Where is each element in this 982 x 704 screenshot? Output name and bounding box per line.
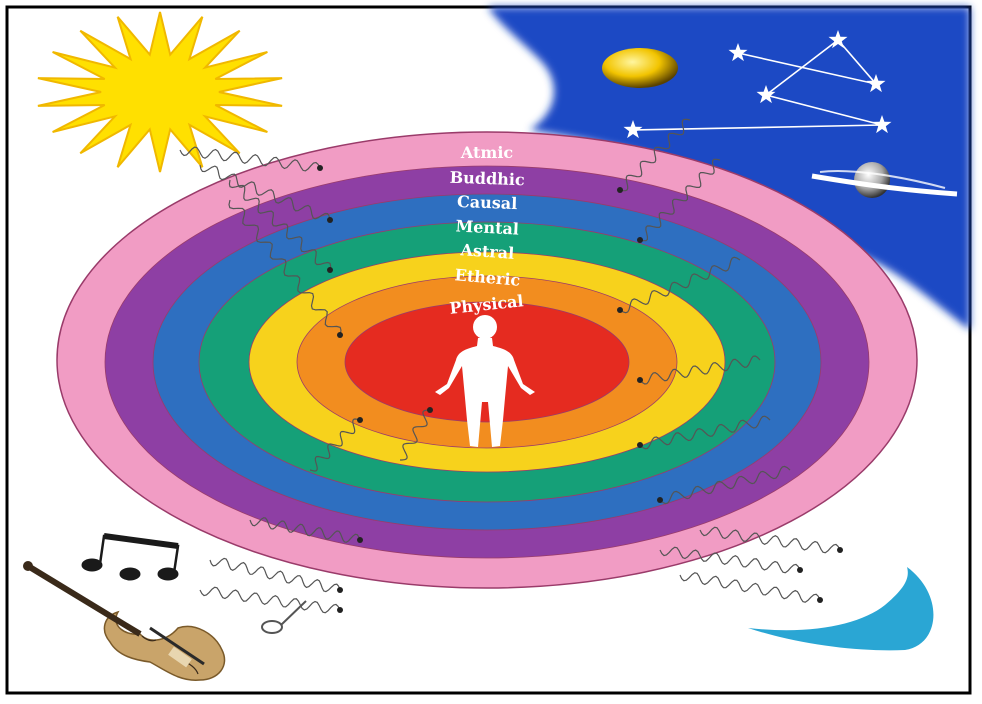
wave-endpoint bbox=[637, 442, 643, 448]
wave-endpoint bbox=[337, 332, 343, 338]
wave-endpoint bbox=[317, 165, 323, 171]
layer-label-causal: Causal bbox=[457, 192, 518, 213]
wave-endpoint bbox=[637, 377, 643, 383]
wave-endpoint bbox=[617, 187, 623, 193]
wave-endpoint bbox=[357, 537, 363, 543]
wave-endpoint bbox=[657, 497, 663, 503]
layer-label-mental: Mental bbox=[455, 216, 519, 238]
wave-endpoint bbox=[357, 417, 363, 423]
layer-label-atmic: Atmic bbox=[460, 143, 514, 162]
wave-endpoint bbox=[797, 567, 803, 573]
wave-endpoint bbox=[337, 587, 343, 593]
layer-label-astral: Astral bbox=[459, 240, 515, 263]
wave-endpoint bbox=[327, 267, 333, 273]
layer-label-buddhic: Buddhic bbox=[449, 168, 525, 190]
golden-planet-icon bbox=[602, 48, 678, 88]
wave-endpoint bbox=[637, 237, 643, 243]
wave-endpoint bbox=[817, 597, 823, 603]
wave-endpoint bbox=[617, 307, 623, 313]
wave-endpoint bbox=[327, 217, 333, 223]
wave-endpoint bbox=[427, 407, 433, 413]
wave-endpoint bbox=[837, 547, 843, 553]
wave-endpoint bbox=[337, 607, 343, 613]
